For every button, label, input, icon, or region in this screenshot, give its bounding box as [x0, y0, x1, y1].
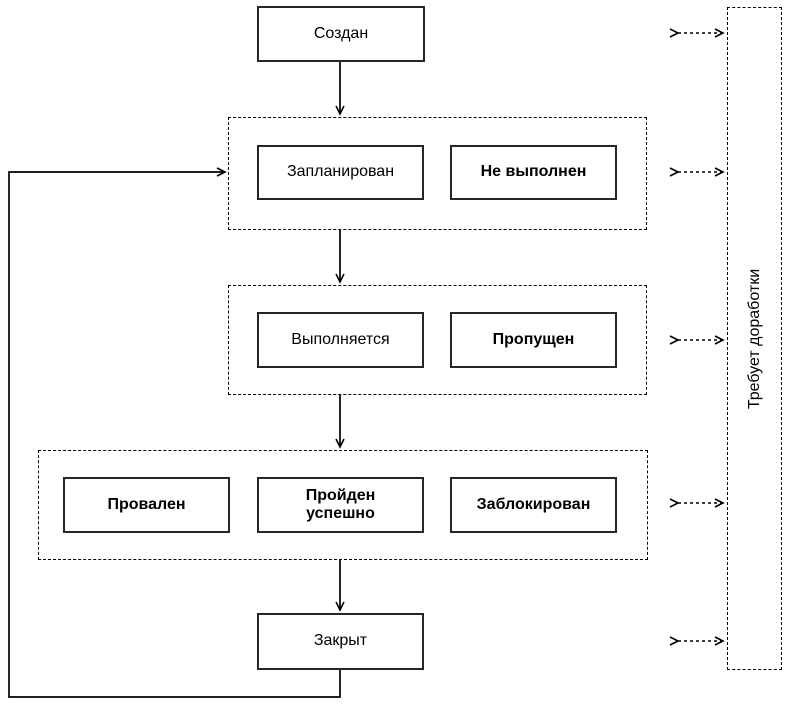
node-passed-label: Пройден успешно: [305, 486, 376, 522]
group-result-row: [38, 450, 648, 560]
node-passed: Пройден успешно: [257, 477, 424, 533]
node-created-label: Создан: [313, 24, 369, 42]
node-failed-label: Провален: [107, 495, 186, 513]
node-skipped-label: Пропущен: [492, 330, 575, 348]
node-blocked-label: Заблокирован: [476, 495, 591, 513]
node-not-executed: Не выполнен: [450, 145, 617, 200]
node-skipped: Пропущен: [450, 312, 617, 368]
node-closed: Закрыт: [257, 613, 424, 670]
needs-rework-label: Требует доработки: [745, 268, 763, 409]
group-execution-row: [228, 285, 647, 395]
node-in-progress-label: Выполняется: [291, 330, 390, 348]
group-planned-row: [228, 117, 647, 230]
node-closed-label: Закрыт: [313, 632, 368, 650]
node-blocked: Заблокирован: [450, 477, 617, 533]
node-planned: Запланирован: [257, 145, 424, 200]
node-planned-label: Запланирован: [286, 163, 395, 181]
arrow-closed-loop-to-planned-row: [8, 167, 341, 698]
node-failed: Провален: [63, 477, 230, 533]
node-in-progress: Выполняется: [257, 312, 424, 368]
node-not-executed-label: Не выполнен: [480, 163, 587, 181]
needs-rework-column: Требует доработки: [727, 7, 782, 670]
node-created: Создан: [257, 6, 425, 62]
